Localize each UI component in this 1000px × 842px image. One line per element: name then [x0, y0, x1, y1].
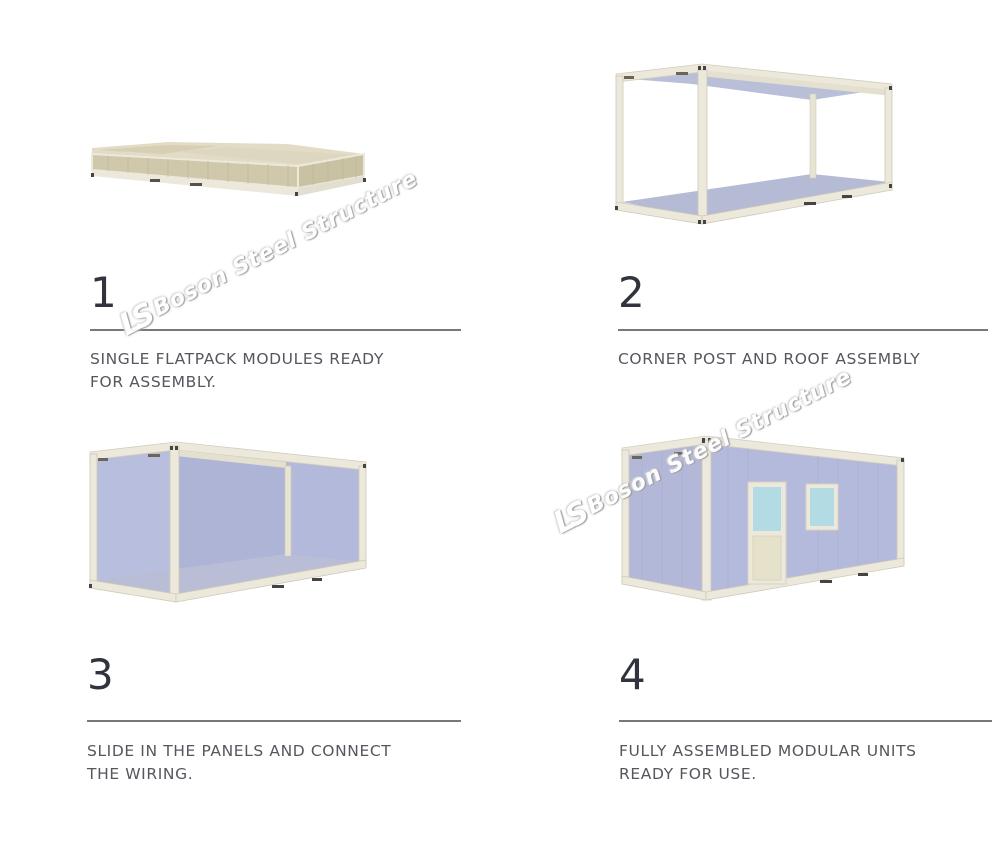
step-divider [90, 329, 461, 331]
caption-line: READY FOR USE. [619, 765, 757, 783]
caption-line: CORNER POST AND ROOF ASSEMBLY [618, 350, 921, 368]
step-caption: SLIDE IN THE PANELS AND CONNECT THE WIRI… [87, 740, 391, 786]
step-divider [87, 720, 461, 722]
step-number: 4 [619, 650, 646, 699]
step-caption: CORNER POST AND ROOF ASSEMBLY [618, 348, 920, 371]
flatpack-module-illustration [91, 142, 366, 196]
caption-line: SINGLE FLATPACK MODULES READY [90, 350, 384, 368]
step-number: 3 [87, 650, 114, 699]
step-divider [619, 720, 992, 722]
caption-line: SLIDE IN THE PANELS AND CONNECT [87, 742, 392, 760]
step-number: 1 [90, 268, 117, 317]
step-divider [618, 329, 988, 331]
frame-with-panels-illustration [89, 441, 367, 603]
assembled-unit-illustration [621, 435, 905, 601]
caption-line: FOR ASSEMBLY. [90, 373, 217, 391]
step-caption: FULLY ASSEMBLED MODULAR UNITS READY FOR … [619, 740, 917, 786]
step-number: 2 [618, 268, 645, 317]
frame-with-roof-illustration [615, 63, 893, 225]
watermark-logo-icon: LS [548, 496, 590, 541]
caption-line: THE WIRING. [87, 765, 194, 783]
watermark-logo-icon: LS [114, 298, 156, 343]
step-caption: SINGLE FLATPACK MODULES READY FOR ASSEMB… [90, 348, 384, 394]
caption-line: FULLY ASSEMBLED MODULAR UNITS [619, 742, 917, 760]
